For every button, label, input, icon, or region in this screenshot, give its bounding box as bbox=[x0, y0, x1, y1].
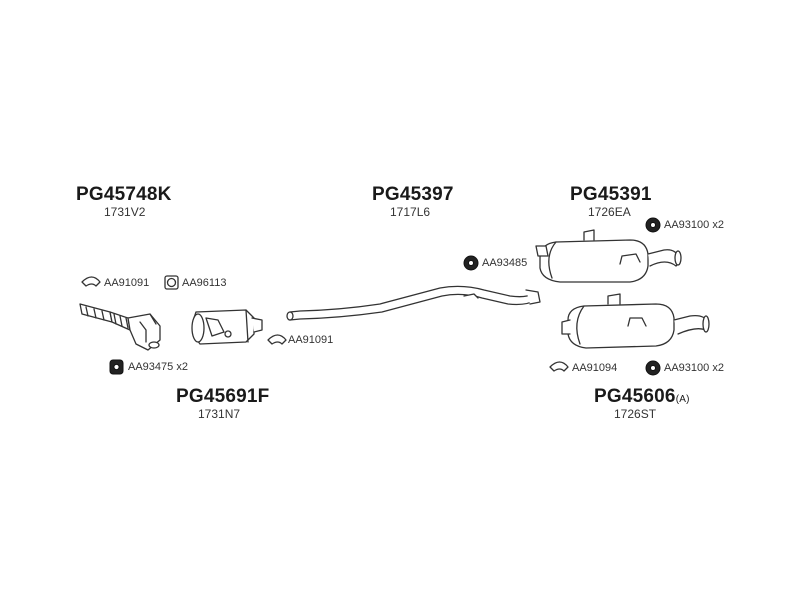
part-code-dpf: PG45691F bbox=[176, 386, 270, 407]
accessory-label: AA93100 x2 bbox=[664, 219, 724, 231]
ref-code-rear-muffler-lower: 1726ST bbox=[614, 407, 657, 421]
accessory-label: AA93485 bbox=[482, 257, 528, 269]
part-code-middle-pipe: PG45397 bbox=[372, 184, 454, 205]
part-code-text: PG45606 bbox=[594, 386, 676, 407]
accessory-label: AA91094 bbox=[572, 362, 618, 374]
part-code-rear-muffler-upper: PG45391 bbox=[570, 184, 652, 205]
part-code-rear-muffler-lower: PG45606(A) bbox=[594, 386, 690, 408]
clamp-icon bbox=[549, 361, 569, 372]
part-code-suffix: (A) bbox=[675, 394, 690, 405]
part-code-catalyst: PG45748K bbox=[76, 184, 172, 205]
rubber-mount-icon bbox=[645, 360, 661, 376]
accessory-label: AA93100 x2 bbox=[664, 362, 724, 374]
catalyst-downpipe-icon bbox=[79, 303, 161, 351]
accessory-label: AA91091 bbox=[104, 277, 150, 289]
clamp-icon bbox=[81, 276, 101, 287]
ref-code-catalyst: 1731V2 bbox=[104, 205, 146, 219]
gasket-icon bbox=[164, 275, 179, 290]
rear-muffler-lower-icon bbox=[561, 293, 710, 349]
clamp-icon bbox=[267, 334, 287, 345]
accessory-label: AA93475 x2 bbox=[128, 361, 188, 373]
rubber-mount-icon bbox=[463, 255, 479, 271]
rear-muffler-upper-icon bbox=[535, 229, 682, 283]
rubber-mount-icon bbox=[109, 359, 124, 375]
ref-code-middle-pipe: 1717L6 bbox=[390, 205, 431, 219]
accessory-label: AA96113 bbox=[182, 277, 227, 289]
accessory-label: AA91091 bbox=[288, 334, 334, 346]
dpf-filter-icon bbox=[191, 309, 263, 345]
ref-code-rear-muffler-upper: 1726EA bbox=[588, 205, 631, 219]
middle-pipe-icon bbox=[286, 285, 541, 321]
rubber-mount-icon bbox=[645, 217, 661, 233]
ref-code-dpf: 1731N7 bbox=[198, 407, 241, 421]
